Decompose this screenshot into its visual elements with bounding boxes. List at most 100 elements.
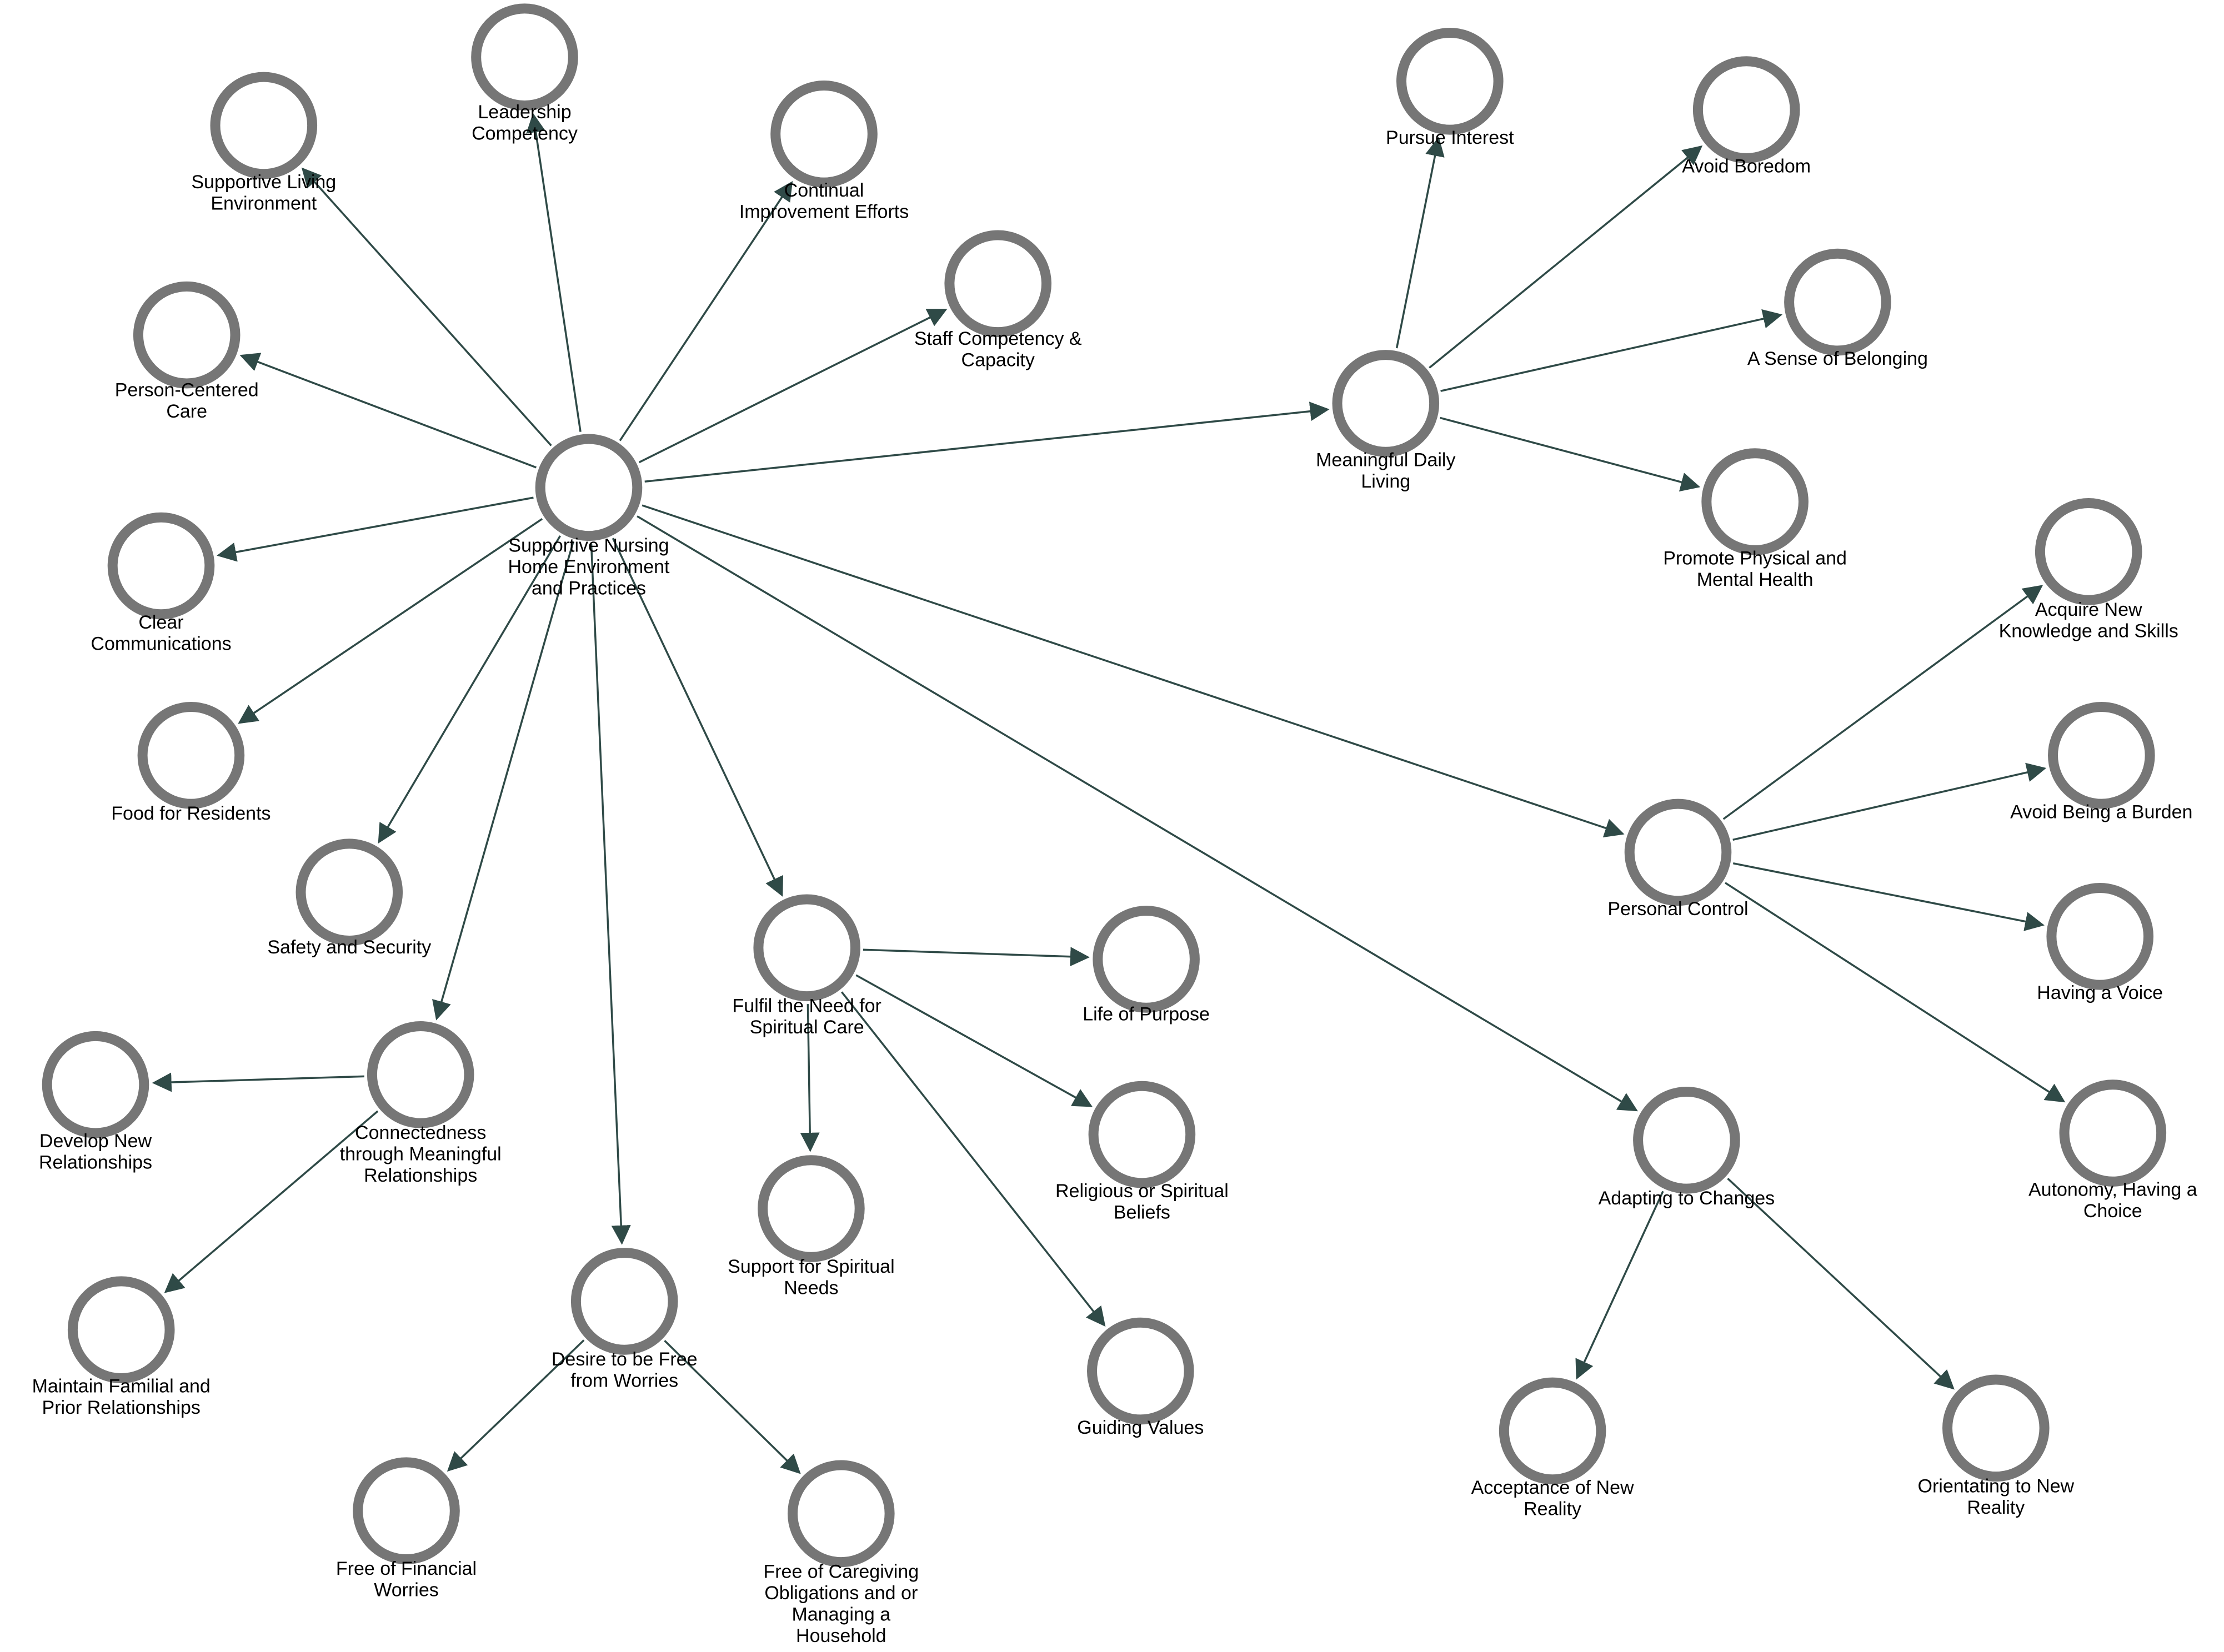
node-label: Adapting to Changes — [1599, 1188, 1775, 1209]
node-circle-icon — [1088, 1081, 1196, 1188]
node-label-line: Avoid Boredom — [1682, 156, 1811, 177]
node-label: Having a Voice — [2037, 982, 2163, 1003]
node-label: Pursue Interest — [1386, 127, 1514, 148]
node-label-line: Environment — [211, 193, 317, 214]
edge-center-to-contimp — [619, 180, 793, 441]
node-label-line: Staff Competency & — [914, 328, 1082, 349]
edge-desire-to-caregiving — [664, 1340, 801, 1474]
edge-center-to-staff — [638, 309, 948, 464]
edge-personal-to-acquire — [1722, 585, 2043, 820]
node-label-line: Acquire New — [2035, 599, 2142, 620]
node-label-line: Guiding Values — [1077, 1417, 1204, 1438]
node-circle-icon — [210, 72, 318, 179]
node-circle-icon — [295, 838, 403, 946]
node-circle-icon — [535, 434, 643, 541]
node-label: Staff Competency &Capacity — [914, 328, 1082, 371]
node-circle-icon — [2048, 702, 2155, 809]
node-burden[interactable]: Avoid Being a Burden — [2010, 702, 2192, 822]
node-adapting[interactable]: Adapting to Changes — [1599, 1087, 1775, 1209]
edge-desire-to-financial — [447, 1339, 585, 1472]
edge-center-to-pcc — [239, 353, 537, 469]
node-label-line: Religious or Spiritual — [1055, 1181, 1229, 1202]
node-label-line: Pursue Interest — [1386, 127, 1514, 148]
node-voice[interactable]: Having a Voice — [2037, 883, 2163, 1003]
node-purpose[interactable]: Life of Purpose — [1083, 906, 1210, 1025]
node-label-line: Needs — [784, 1278, 838, 1299]
node-label: Food for Residents — [111, 803, 271, 824]
node-label-line: Fulfil the Need for — [733, 995, 881, 1016]
node-label-line: Food for Residents — [111, 803, 271, 824]
node-circle-icon — [107, 512, 215, 620]
node-label-line: Beliefs — [1114, 1202, 1170, 1223]
node-circle-icon — [570, 1248, 678, 1355]
node-boredom[interactable]: Avoid Boredom — [1682, 56, 1811, 177]
node-circle-icon — [2035, 498, 2142, 605]
node-circle-icon — [1701, 448, 1809, 555]
node-label-line: Choice — [2083, 1201, 2142, 1222]
node-label-line: A Sense of Belonging — [1747, 348, 1928, 369]
node-label: Life of Purpose — [1083, 1004, 1210, 1025]
node-label: A Sense of Belonging — [1747, 348, 1928, 369]
node-food[interactable]: Food for Residents — [111, 702, 271, 824]
node-label-line: Avoid Being a Burden — [2010, 801, 2192, 822]
node-label-line: Continual — [784, 180, 864, 201]
node-circle-icon — [367, 1021, 474, 1128]
node-label-line: Reality — [1967, 1497, 2025, 1518]
node-guiding[interactable]: Guiding Values — [1077, 1317, 1204, 1438]
node-circle-icon — [67, 1276, 175, 1383]
edge-center-to-personal — [642, 504, 1625, 837]
node-label-line: Desire to be Free — [552, 1349, 698, 1370]
edge-center-to-food — [238, 518, 543, 724]
node-circle-icon — [133, 281, 241, 389]
node-label-line: Managing a — [792, 1604, 890, 1625]
node-label-line: Worries — [374, 1580, 439, 1601]
node-label-line: Spiritual Care — [750, 1017, 864, 1038]
node-pursue[interactable]: Pursue Interest — [1386, 28, 1514, 148]
edge-center-to-clear — [217, 496, 534, 562]
node-label-line: Communications — [91, 633, 231, 654]
node-staff[interactable]: Staff Competency &Capacity — [914, 230, 1082, 371]
node-label-line: Household — [796, 1625, 886, 1646]
node-belong[interactable]: A Sense of Belonging — [1747, 248, 1928, 369]
node-label-line: Reality — [1524, 1498, 1581, 1519]
node-label-line: Acceptance of New — [1471, 1477, 1634, 1498]
node-safety[interactable]: Safety and Security — [267, 838, 431, 958]
node-circle-icon — [1093, 906, 1200, 1013]
node-label-line: Life of Purpose — [1083, 1004, 1210, 1025]
node-personal[interactable]: Personal Control — [1607, 799, 1749, 920]
node-circle-icon — [42, 1031, 149, 1138]
node-label-line: Free of Caregiving — [763, 1561, 919, 1582]
